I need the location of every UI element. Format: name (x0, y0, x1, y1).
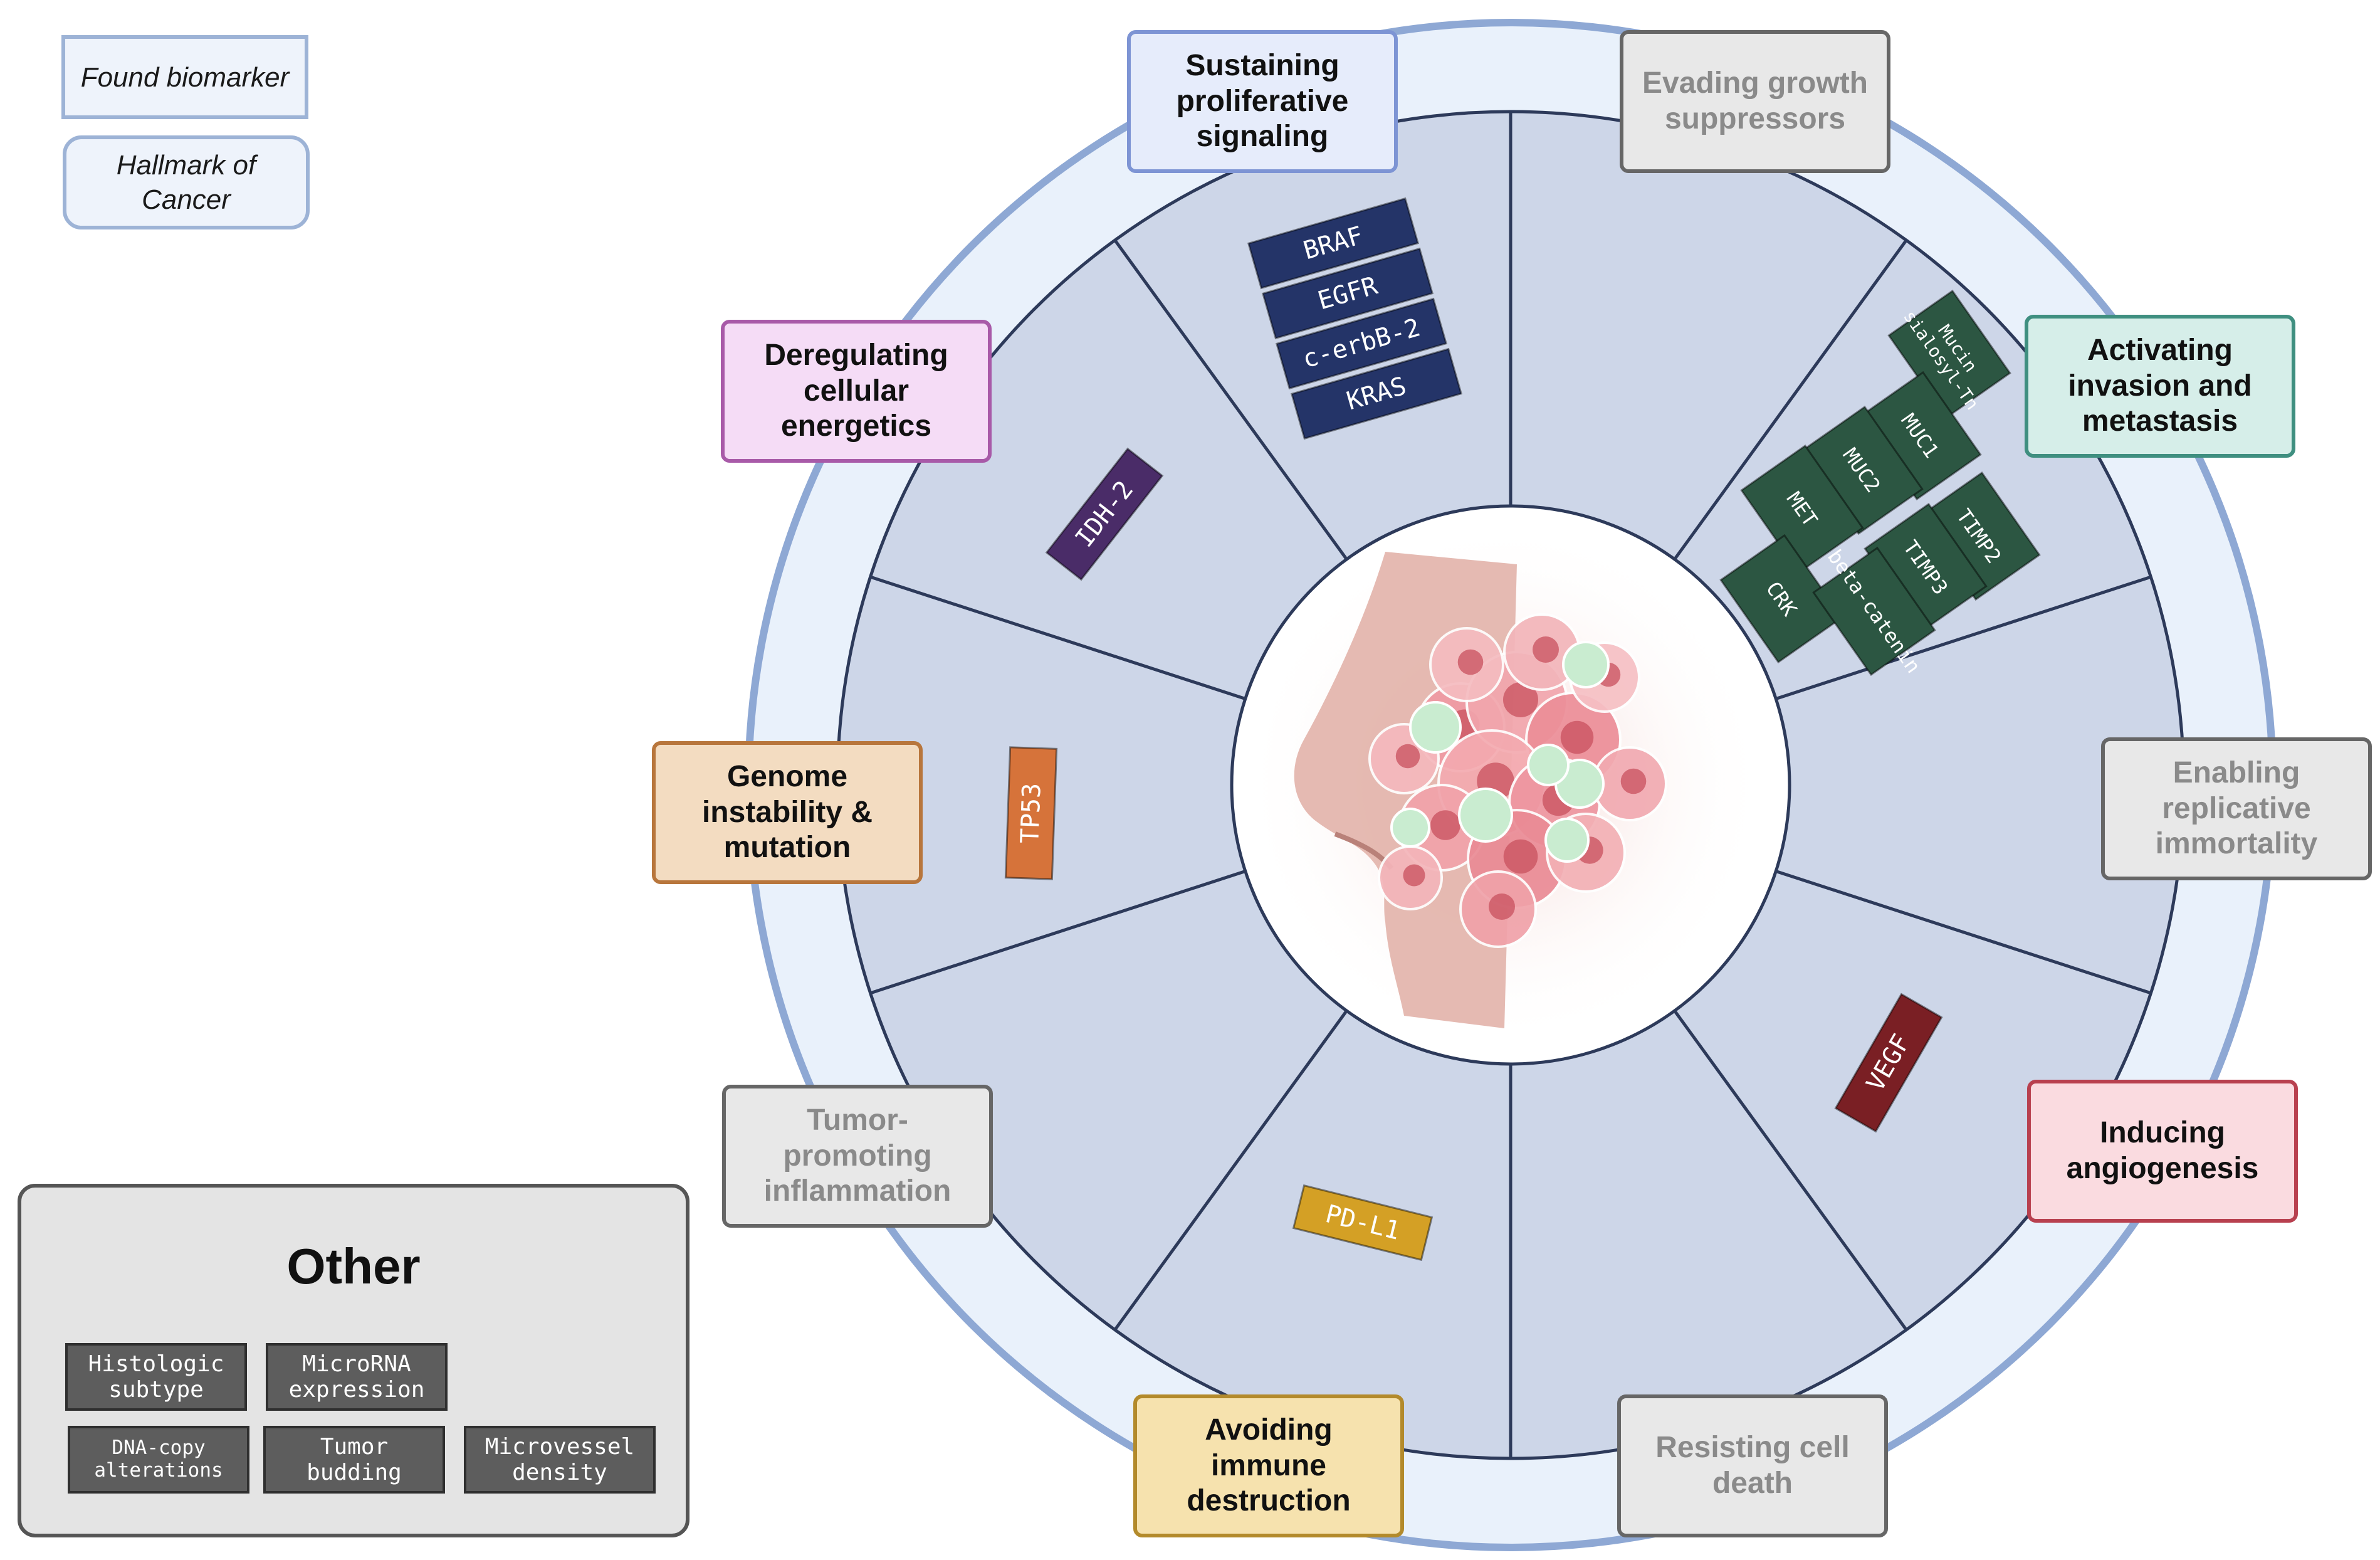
sector-divider (1775, 870, 2152, 995)
cell-nucleus (1430, 810, 1460, 840)
immune-cell (1458, 788, 1513, 843)
cell-nucleus (1489, 893, 1515, 920)
biomarker-crk: CRK (1719, 534, 1843, 664)
cell-nucleus (1403, 864, 1425, 887)
sector-divider (1673, 239, 1908, 561)
hallmark-evading-growth-suppressors: Evading growth suppressors (1620, 30, 1890, 173)
other-tag-histologic-subtype: Histologic subtype (65, 1343, 247, 1411)
immune-cell (1409, 701, 1462, 754)
cell-nucleus (1457, 649, 1484, 675)
sector-divider (1775, 575, 2152, 700)
legend-hallmark: Hallmark of Cancer (63, 135, 310, 229)
biomarker-idh-2-box (1045, 447, 1164, 581)
biomarker-kras: KRAS (1290, 347, 1463, 440)
legend-found-biomarker: Found biomarker (61, 35, 308, 119)
immune-cell (1390, 808, 1430, 848)
biomarker-kras-box (1290, 347, 1463, 440)
biomarker-tp53-label: TP53 (1015, 783, 1046, 844)
nasal-tumor-illustration (1241, 520, 1768, 1047)
cell-nucleus (1503, 839, 1538, 874)
sector-divider (1113, 1009, 1348, 1331)
biomarker-tp53: TP53 (1004, 746, 1058, 880)
biomarker-c-erbb-2-box (1275, 297, 1448, 390)
other-tag-microrna-expression: MicroRNA expression (266, 1343, 448, 1411)
biomarker-beta-catenin-box (1812, 546, 1936, 677)
hallmark-avoiding-immune-destruction: Avoiding immune destruction (1133, 1394, 1404, 1537)
hallmark-sustaining-proliferative-signaling: Sustaining proliferative signaling (1127, 30, 1398, 173)
sector-divider (869, 870, 1246, 995)
other-tag-microvessel-density: Microvessel density (464, 1426, 656, 1494)
biomarker-vegf-box (1834, 993, 1943, 1133)
sector-divider (1673, 1009, 1908, 1331)
biomarker-muc2: MUC2 (1800, 405, 1924, 535)
hallmark-resisting-cell-death: Resisting cell death (1617, 1394, 1888, 1537)
hallmark-inducing-angiogenesis: Inducing angiogenesis (2027, 1080, 2298, 1223)
biomarker-braf: BRAF (1247, 197, 1420, 290)
biomarker-met-box (1740, 444, 1864, 574)
cell-nucleus (1560, 720, 1594, 754)
other-title: Other (286, 1238, 421, 1294)
other-tag-dna-copy-alterations: DNA-copy alterations (68, 1426, 249, 1494)
biomarker-met: MET (1740, 444, 1864, 574)
cell-nucleus (1620, 768, 1647, 794)
other-panel: Other Histologic subtype MicroRNA expres… (18, 1184, 689, 1537)
biomarker-timp2: TIMP2 (1917, 471, 2041, 601)
biomarker-idh-2: IDH-2 (1045, 447, 1164, 581)
biomarker-pd-l1: PD-L1 (1292, 1184, 1434, 1262)
sector-divider (1113, 239, 1348, 561)
sector-divider (869, 575, 1246, 700)
other-tag-tumor-budding: Tumor budding (263, 1426, 445, 1494)
cell-nucleus (1503, 682, 1538, 717)
biomarker-tp53-box (1004, 746, 1058, 880)
hallmark-enabling-replicative-immortality: Enabling replicative immortality (2101, 737, 2372, 880)
immune-cell (1562, 641, 1610, 688)
sector-dividers (869, 112, 2152, 1458)
immune-cell (1544, 818, 1590, 863)
biomarker-crk-box (1719, 534, 1843, 664)
cell-nucleus (1395, 744, 1420, 769)
hallmark-deregulating-cellular-energetics: Deregulating cellular energetics (721, 320, 992, 463)
biomarker-pd-l1-box (1292, 1184, 1434, 1262)
biomarker-egfr-box (1261, 247, 1434, 340)
biomarker-egfr: EGFR (1261, 247, 1434, 340)
cell-nucleus (1533, 636, 1559, 663)
hallmark-activating-invasion-metastasis: Activating invasion and metastasis (2025, 315, 2295, 458)
hallmark-tumor-promoting-inflammation: Tumor- promoting inflammation (722, 1085, 993, 1228)
immune-cell (1527, 744, 1570, 786)
biomarker-timp3: TIMP3 (1864, 502, 1988, 633)
biomarker-braf-box (1247, 197, 1420, 290)
hallmark-genome-instability-mutation: Genome instability & mutation (652, 741, 923, 884)
